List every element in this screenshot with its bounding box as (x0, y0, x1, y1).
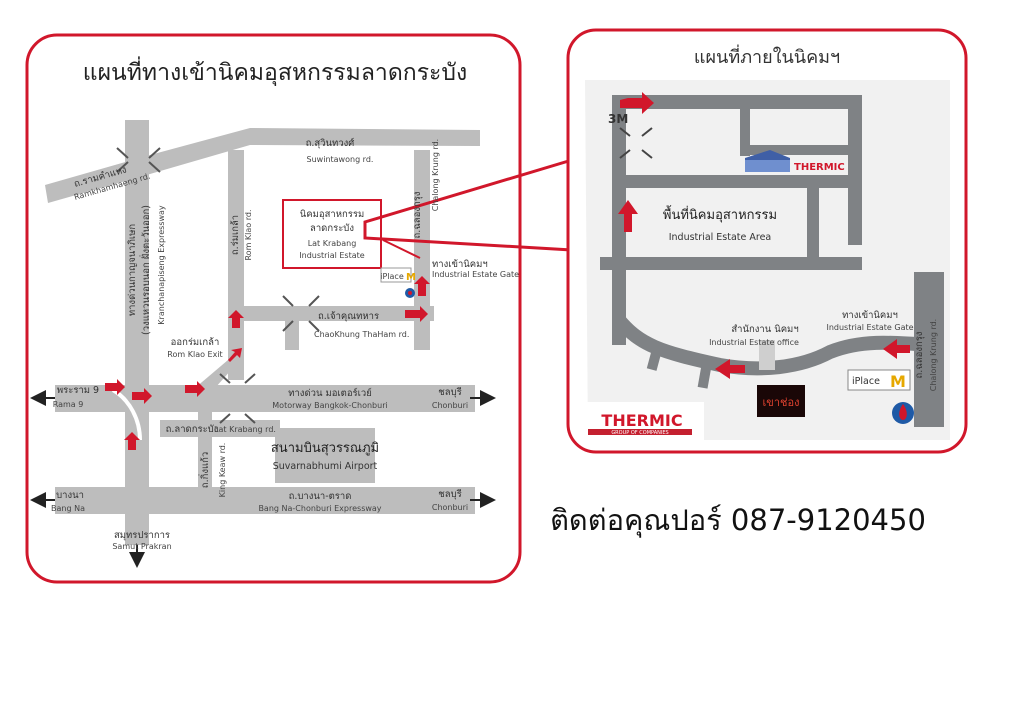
airport-label-en: Suvarnabhumi Airport (273, 461, 378, 472)
kanchana-label-en: Kranchanapiseng Expressway (157, 205, 166, 325)
airport-label-th: สนามบินสุวรรณภูมิ (271, 441, 379, 456)
right-chalong-label-en: Chalong Krung rd. (929, 319, 938, 391)
estate-label-en2: Industrial Estate (299, 251, 364, 260)
samut-label-th: สมุทรปราการ (114, 530, 170, 541)
chonburi-label-en-2: Chonburi (432, 503, 468, 512)
kanchana-label-th2: (วงแหวนรอบนอก ฝั่งตะวันออก) (139, 205, 152, 335)
mcdonalds-icon-left: M (406, 272, 416, 283)
right-chalong-label-th: ถ.ฉลองกรุง (914, 332, 925, 379)
rama9-label-th: พระราม 9 (57, 385, 99, 396)
chonburi-label-th-2: ชลบุรี (438, 488, 461, 500)
chonburi-label-th-1: ชลบุรี (438, 386, 461, 398)
thermic-small-label: THERMIC (794, 162, 845, 173)
shop-label: เขาช่อง (763, 396, 800, 409)
right-gate-label-th: ทางเข้านิคมฯ (842, 310, 898, 321)
overpass-mark-3m (619, 127, 653, 159)
office-label-en: Industrial Estate office (709, 338, 799, 347)
romklao-exit-label-th: ออกร่มเกล้า (171, 337, 220, 348)
area-label-th: พื้นที่นิคมอุสาหกรรม (663, 205, 777, 223)
thermic-logo-sub: GROUP OF COMPANIES (611, 430, 668, 436)
motorway-label-th: ทางด่วน มอเตอร์เวย์ (288, 387, 372, 399)
estate-label-th1: นิคมอุสาหกรรม (300, 209, 364, 220)
romklao-exit-label-en: Rom Klao Exit (167, 350, 222, 359)
romklao-label-en: Rom Klao rd. (244, 209, 253, 260)
iplace-logo-left (380, 267, 412, 283)
motorway-label-en: Motorway Bangkok-Chonburi (272, 401, 387, 410)
kingkaew-label-th: ถ.กิ่งแก้ว (198, 452, 211, 488)
left-roads (45, 120, 480, 545)
chalong-label-en: Chalong Krung rd. (431, 139, 440, 211)
latkrabang-label-en: Lat Krabang rd. (214, 425, 276, 434)
right-map-title: แผนที่ภายในนิคมฯ (694, 44, 840, 68)
contact-text[interactable]: ติดต่อคุณปอร์ 087-9120450 (550, 503, 926, 538)
kingkaew-label-en: King Keaw rd. (218, 443, 227, 498)
iplace-label-right: iPlace (852, 376, 880, 387)
estate-area (585, 80, 950, 440)
bangna-label-th: บางนา (56, 490, 84, 501)
estate-label-th2: ลาดกระบัง (310, 223, 354, 234)
gate-label-th: ทางเข้านิคมฯ (432, 259, 488, 270)
mcdonalds-icon-right: M (890, 372, 906, 391)
suwintawong-label-th: ถ.สุวินทวงศ์ (306, 137, 355, 149)
direction-arrows (30, 390, 496, 568)
kanchana-label-th: ทางด่วนกาญจนาภิเษก (127, 224, 138, 317)
bangna-label-en: Bang Na (51, 504, 85, 513)
thermic-logo-text: THERMIC (601, 411, 682, 430)
brand-3m-label: 3M (608, 112, 628, 126)
route-arrows (105, 276, 430, 450)
iplace-label-left: iPlace (380, 272, 404, 281)
right-route-arrows (618, 92, 910, 379)
samut-label-en: Samut Prakran (112, 542, 171, 551)
gate-label-en: Industrial Estate Gate (432, 270, 519, 279)
area-label-en: Industrial Estate Area (669, 232, 772, 243)
romklao-label-th: ถ.ร่มเกล้า (230, 215, 241, 255)
left-map-title: แผนที่ทางเข้านิคมอุสหกรรมลาดกระบัง (83, 56, 467, 86)
chonburi-label-en-1: Chonburi (432, 401, 468, 410)
suwintawong-label-en: Suwintawong rd. (307, 155, 374, 164)
thermic-logo (580, 402, 704, 442)
bangna-trad-label-th: ถ.บางนา-ตราด (289, 491, 352, 502)
iplace-logo-right (847, 369, 911, 391)
chaokhun-label-th: ถ.เจ้าคุณทหาร (318, 311, 379, 322)
chalong-label-th: ถ.ฉลองกรุง (412, 192, 423, 239)
latkrabang-label-th: ถ.ลาดกระบัง (166, 424, 219, 435)
office-label-th: สำนักงาน นิคมฯ (731, 324, 798, 335)
right-gate-label-en: Industrial Estate Gate (826, 323, 913, 332)
bangna-trad-label-en: Bang Na-Chonburi Expressway (258, 504, 381, 513)
chaokhun-label-en: ChaoKhung ThaHam rd. (314, 330, 409, 339)
estate-label-en1: Lat Krabang (308, 239, 357, 248)
shop-logo (757, 385, 805, 417)
rama9-label-en: Rama 9 (53, 400, 84, 409)
